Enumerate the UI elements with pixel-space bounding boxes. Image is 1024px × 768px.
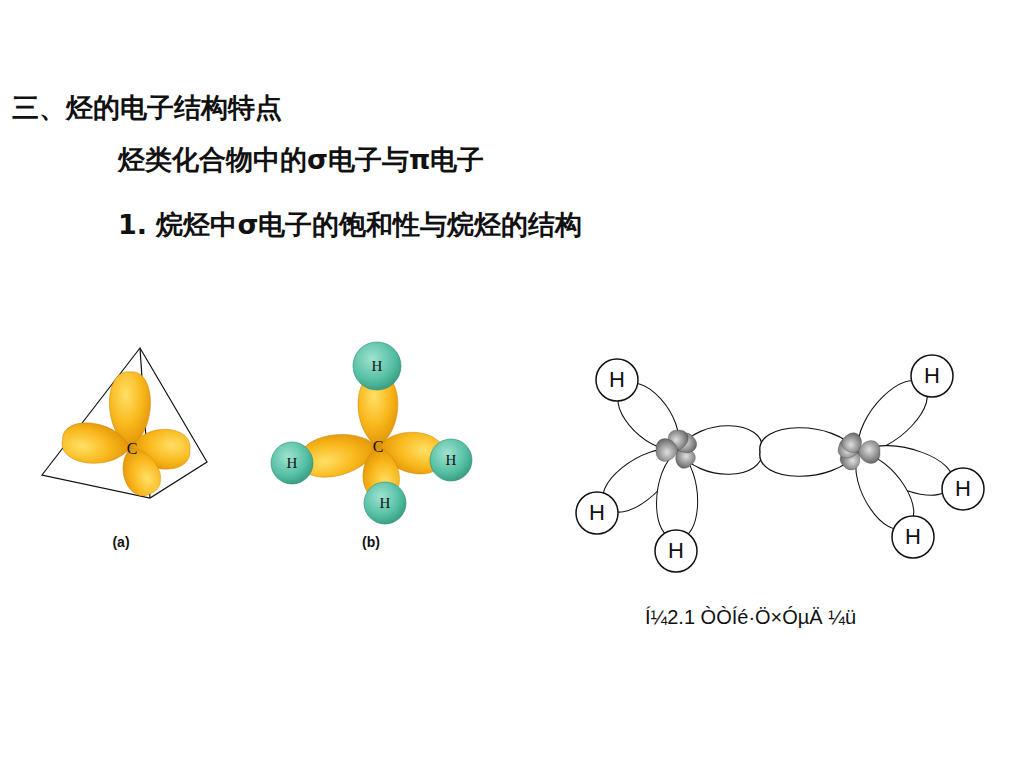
atom-symbol: H [910, 354, 954, 398]
hydrogen-circle: H [910, 354, 954, 398]
panel-label: (b) [362, 534, 380, 550]
atom-circle [596, 359, 638, 401]
atom-circle [430, 439, 472, 481]
atom-symbol: H [654, 529, 698, 573]
atom-symbol: H [270, 441, 314, 485]
hydrogen-sphere: H [429, 438, 473, 482]
atom-symbol: H [352, 341, 402, 391]
atom-circle [271, 442, 313, 484]
atom-circle [911, 355, 953, 397]
atom-circle [655, 530, 697, 572]
hydrogen-circle: H [575, 491, 619, 535]
subheading: 1. 烷烃中σ电子的饱和性与烷烃的结构 [118, 207, 582, 243]
hydrogen-sphere: H [363, 481, 407, 525]
atom-circle [576, 492, 618, 534]
hydrogen-circle: H [654, 529, 698, 573]
atom-symbol: H [363, 481, 407, 525]
atom-symbol: H [429, 438, 473, 482]
hydrogen-sphere: H [352, 341, 402, 391]
atom-symbol: H [575, 491, 619, 535]
atom-circle [892, 516, 934, 558]
atom-label: C [373, 438, 384, 456]
ethane-lobes [594, 371, 957, 538]
hydrogen-sphere: H [270, 441, 314, 485]
figure-caption: Í¼2.1 ÒÒÍé·Ö×ÓµÄ ¼ü [645, 606, 856, 629]
carbon-small-lobes [656, 430, 880, 474]
atom-symbol: H [941, 467, 985, 511]
atom-label: C [127, 440, 138, 458]
hydrogen-circle: H [891, 515, 935, 559]
atom-symbol: H [595, 358, 639, 402]
hydrogen-circle: H [595, 358, 639, 402]
methane-lobes [297, 375, 446, 501]
atom-circle [364, 482, 406, 524]
atom-symbol: H [891, 515, 935, 559]
panel-label: (a) [112, 534, 129, 550]
sp3-lobes [60, 372, 191, 501]
slide-title: 三、烃的电子结构特点 [12, 90, 282, 126]
atom-circle [942, 468, 984, 510]
subheading: 烃类化合物中的σ电子与π电子 [118, 142, 484, 178]
atom-circle [353, 342, 401, 390]
hydrogen-circle: H [941, 467, 985, 511]
